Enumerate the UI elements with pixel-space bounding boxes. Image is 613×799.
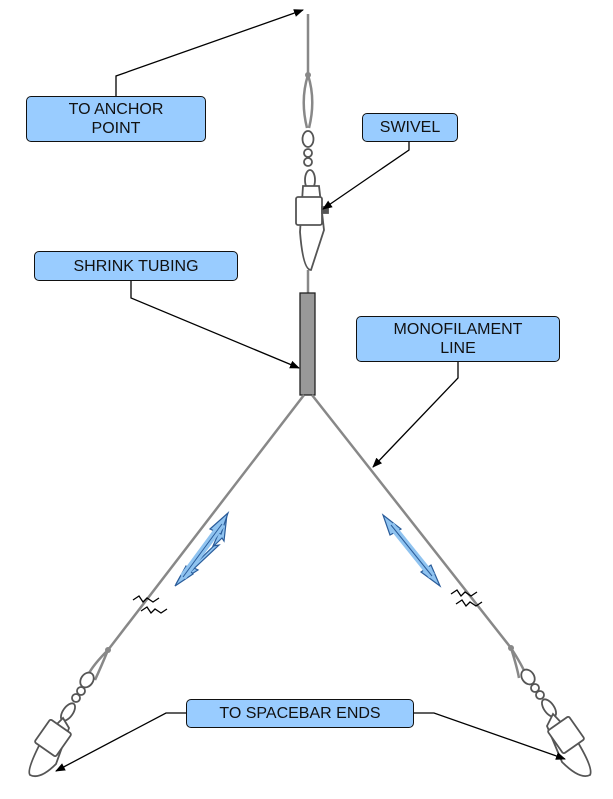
label-swivel: SWIVEL xyxy=(362,113,458,142)
snap-swivel-right-icon xyxy=(520,668,592,777)
snap-swivel-left-icon xyxy=(28,671,95,778)
leader-mono xyxy=(372,362,459,468)
crimp-upper xyxy=(305,72,311,78)
label-monofilament-line: MONOFILAMENT LINE xyxy=(356,316,560,362)
label-to-spacebar-ends: TO SPACEBAR ENDS xyxy=(186,699,414,728)
label-spacebar-text: TO SPACEBAR ENDS xyxy=(219,705,381,722)
label-swivel-text: SWIVEL xyxy=(379,119,441,136)
length-arrow-right xyxy=(381,513,442,588)
leader-spacebar-right xyxy=(414,712,566,760)
break-symbol-left xyxy=(132,595,168,615)
label-mono-line1: MONOFILAMENT xyxy=(393,321,523,338)
label-anchor-line1: TO ANCHOR xyxy=(68,101,164,118)
leader-anchor xyxy=(115,9,304,96)
leader-swivel xyxy=(322,142,410,210)
callout-leaders xyxy=(55,9,566,772)
swivel-icon xyxy=(295,130,329,271)
length-arrow-left xyxy=(174,511,230,587)
shrink-tubing-icon xyxy=(299,292,316,396)
leader-shrink xyxy=(130,281,300,369)
branch-lines xyxy=(107,394,512,651)
label-shrink-tubing: SHRINK TUBING xyxy=(34,251,238,281)
upper-monofilament-line xyxy=(302,14,314,129)
crimp-right-dot xyxy=(508,645,514,651)
break-symbol-right xyxy=(450,589,483,608)
label-anchor-line2: POINT xyxy=(91,120,141,137)
label-shrink-text: SHRINK TUBING xyxy=(73,257,199,275)
leader-spacebar-left xyxy=(55,712,186,772)
label-mono-line2: LINE xyxy=(440,340,476,357)
crimp-left-dot xyxy=(105,647,111,653)
label-to-anchor-point: TO ANCHOR POINT xyxy=(26,96,206,142)
